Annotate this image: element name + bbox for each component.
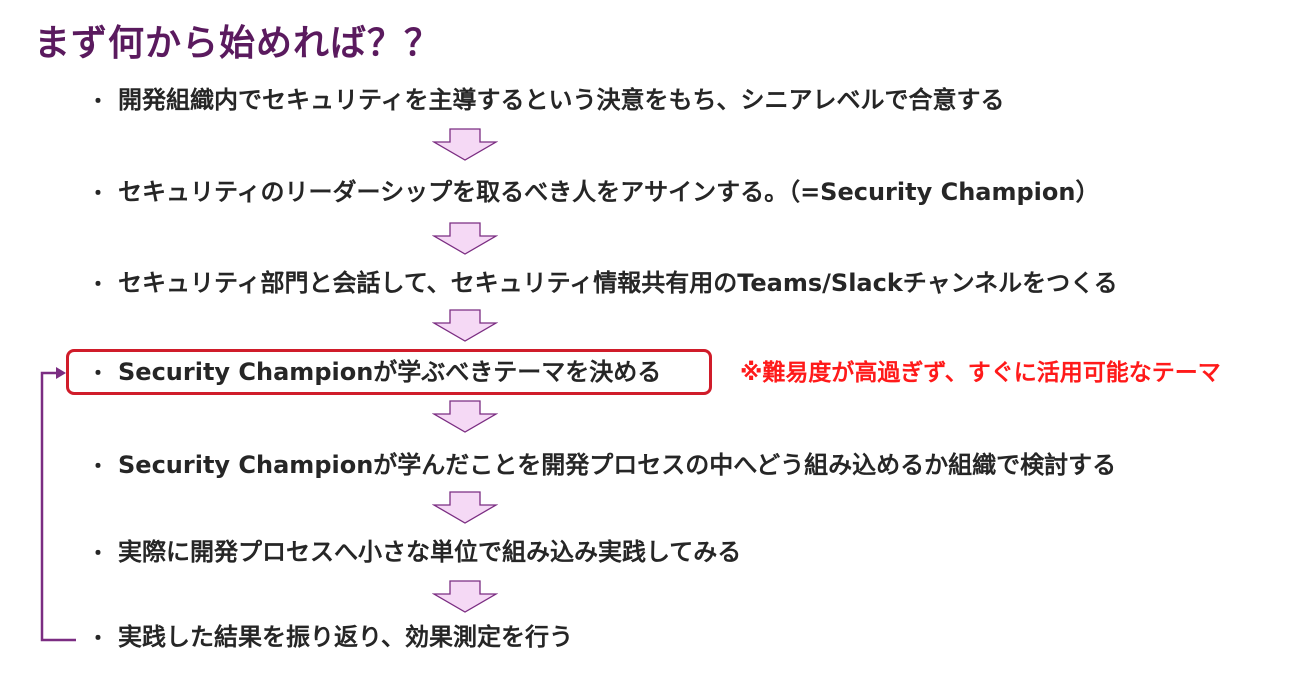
down-arrow-icon — [432, 400, 498, 433]
step-2: ・セキュリティのリーダーシップを取るべき人をアサインする。（=Security … — [88, 172, 1099, 212]
step-1: ・開発組織内でセキュリティを主導するという決意をもち、シニアレベルで合意する — [88, 80, 1005, 120]
step-3: ・セキュリティ部門と会話して、セキュリティ情報共有用のTeams/Slackチャ… — [88, 263, 1118, 303]
step-1-text: 開発組織内でセキュリティを主導するという決意をもち、シニアレベルで合意する — [118, 86, 1005, 114]
step-7-text: 実践した結果を振り返り、効果測定を行う — [118, 623, 574, 651]
down-arrow-icon — [432, 309, 498, 342]
step-5-text: Security Championが学んだことを開発プロセスの中へどう組み込める… — [118, 451, 1117, 479]
step-4-text: Security Championが学ぶべきテーマを決める — [118, 358, 662, 386]
bullet: ・ — [88, 454, 108, 478]
step-5: ・ Security Championが学んだことを開発プロセスの中へどう組み込め… — [88, 445, 1116, 485]
step-2-text: セキュリティのリーダーシップを取るべき人をアサインする。（=Security C… — [118, 178, 1100, 206]
bullet: ・ — [88, 89, 108, 113]
bullet: ・ — [88, 361, 108, 385]
step-7: ・実践した結果を振り返り、効果測定を行う — [88, 617, 573, 657]
down-arrow-icon — [432, 580, 498, 613]
page-title: まず何から始めれば？？ — [34, 23, 442, 64]
bullet: ・ — [88, 626, 108, 650]
down-arrow-icon — [432, 491, 498, 524]
down-arrow-icon — [432, 128, 498, 161]
bullet: ・ — [88, 181, 108, 205]
down-arrow-icon — [432, 222, 498, 255]
step-6-text: 実際に開発プロセスへ小さな単位で組み込み実践してみる — [118, 538, 742, 566]
bullet: ・ — [88, 541, 108, 565]
note-text: ※難易度が高過ぎず、すぐに活用可能なテーマ — [740, 360, 1221, 386]
step-6: ・実際に開発プロセスへ小さな単位で組み込み実践してみる — [88, 532, 741, 572]
step-4: ・ Security Championが学ぶべきテーマを決める — [88, 352, 661, 392]
step-3-text: セキュリティ部門と会話して、セキュリティ情報共有用のTeams/Slackチャン… — [118, 269, 1118, 297]
bullet: ・ — [88, 272, 108, 296]
